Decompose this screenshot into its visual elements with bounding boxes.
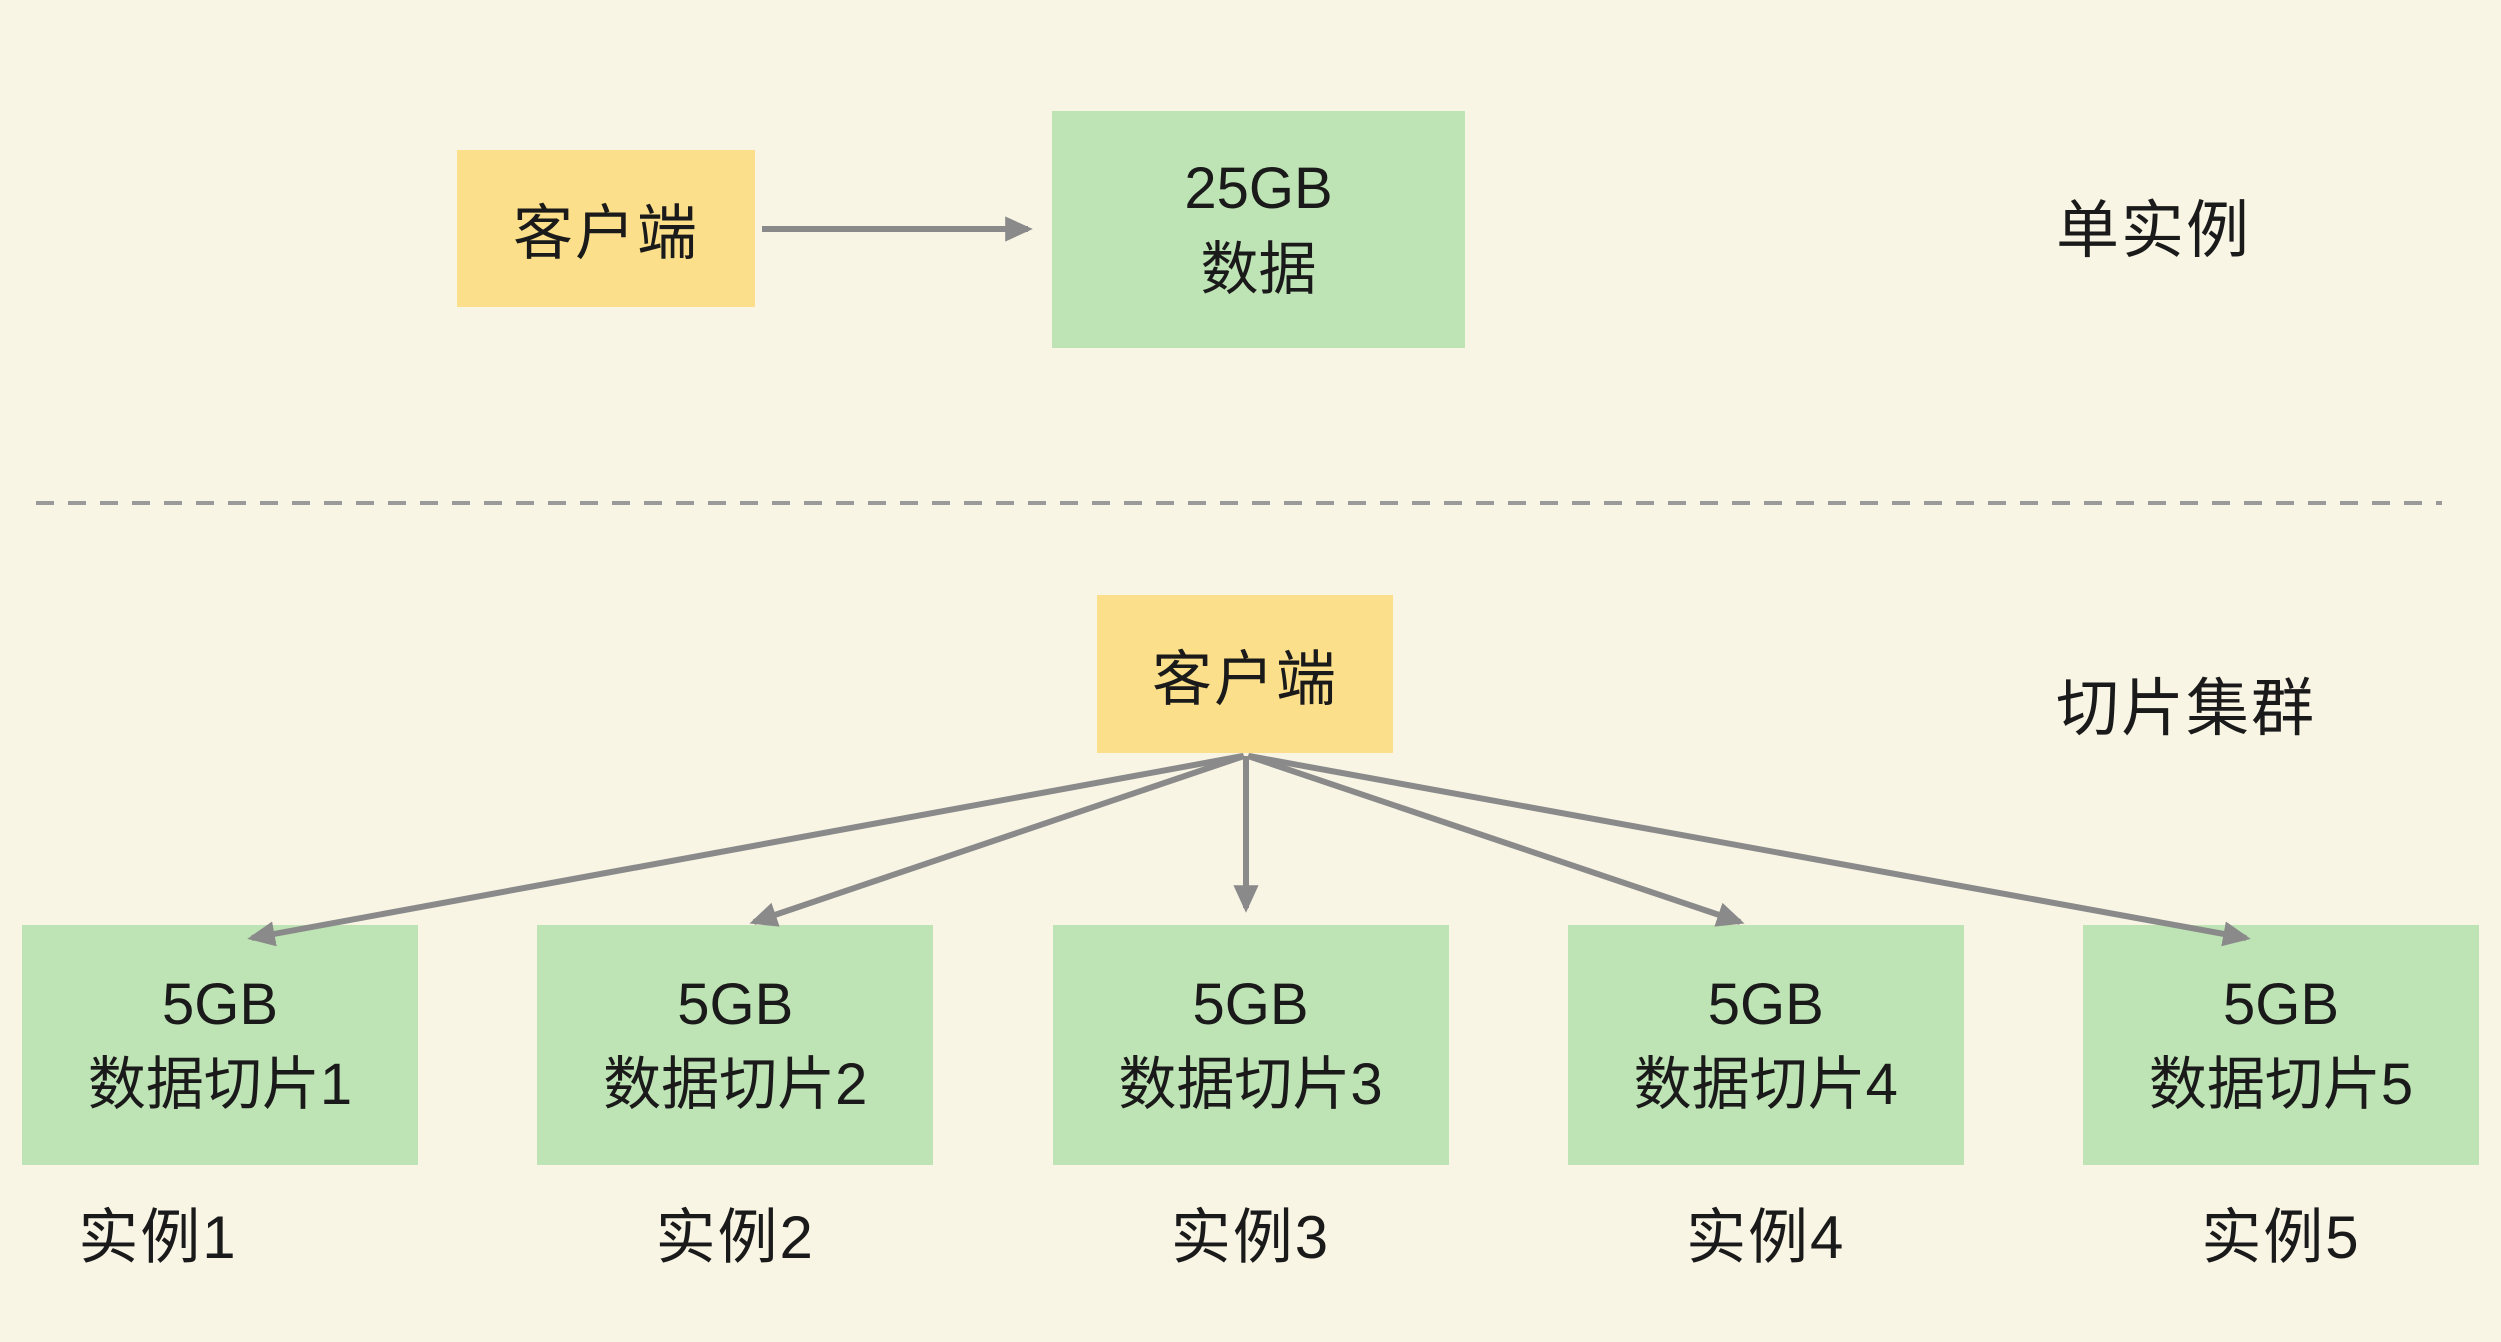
arrow-client-to-shard-5-icon [1248,753,2251,947]
shard-cell-3: 5GB 数据切片3 实例3 [1052,925,1449,1276]
shard-cell-5: 5GB 数据切片5 实例5 [2083,925,2479,1276]
shard-2-size: 5GB [677,971,794,1037]
client-box-cluster: 客户端 [1097,595,1393,753]
shard-1-size: 5GB [161,971,279,1037]
shard-cell-4: 5GB 数据切片4 实例4 [1567,925,1964,1276]
arrow-client-to-shard-1-icon [247,753,1244,947]
instance-label-4: 实例4 [1686,1204,1846,1271]
shard-5-name: 数据切片5 [2148,1052,2414,1117]
shard-4-name: 数据切片4 [1633,1052,1898,1117]
shard-cell-2: 5GB 数据切片2 实例2 [537,925,934,1276]
shard-2-name: 数据切片2 [603,1052,868,1117]
shard-3-name: 数据切片3 [1118,1052,1383,1117]
shard-box-3: 5GB 数据切片3 [1052,925,1449,1165]
data-box-25gb: 25GB 数据 [1052,111,1465,348]
instance-label-5: 实例5 [2201,1204,2361,1271]
shard-5-size: 5GB [2222,971,2340,1037]
client-box-single: 客户端 [457,150,755,307]
client-box-single-label: 客户端 [513,200,699,267]
instance-label-2: 实例2 [655,1204,815,1271]
instance-label-3: 实例3 [1170,1204,1331,1271]
section-label-sharded-cluster: 切片集群 [2056,674,2316,744]
shard-box-4: 5GB 数据切片4 [1567,925,1964,1165]
arrow-client-to-shard-2-icon [749,753,1245,927]
instance-label-1: 实例1 [78,1204,238,1271]
shard-row: 5GB 数据切片1 实例1 5GB 数据切片2 实例2 5GB 数据切片3 实例… [22,925,2479,1276]
arrow-client-to-shard-4-icon [1247,753,1745,927]
section-label-single-instance: 单实例 [2056,196,2251,266]
client-box-cluster-label: 客户端 [1152,645,1338,713]
shard-box-5: 5GB 数据切片5 [2083,925,2479,1165]
shard-1-name: 数据切片1 [87,1052,353,1117]
data-box-25gb-size: 25GB [1184,156,1333,222]
shard-box-2: 5GB 数据切片2 [537,925,934,1165]
shard-4-size: 5GB [1707,971,1824,1037]
data-box-25gb-name: 数据 [1200,236,1317,302]
shard-box-1: 5GB 数据切片1 [22,925,418,1165]
shard-3-size: 5GB [1192,971,1309,1037]
shard-cell-1: 5GB 数据切片1 实例1 [22,925,418,1276]
